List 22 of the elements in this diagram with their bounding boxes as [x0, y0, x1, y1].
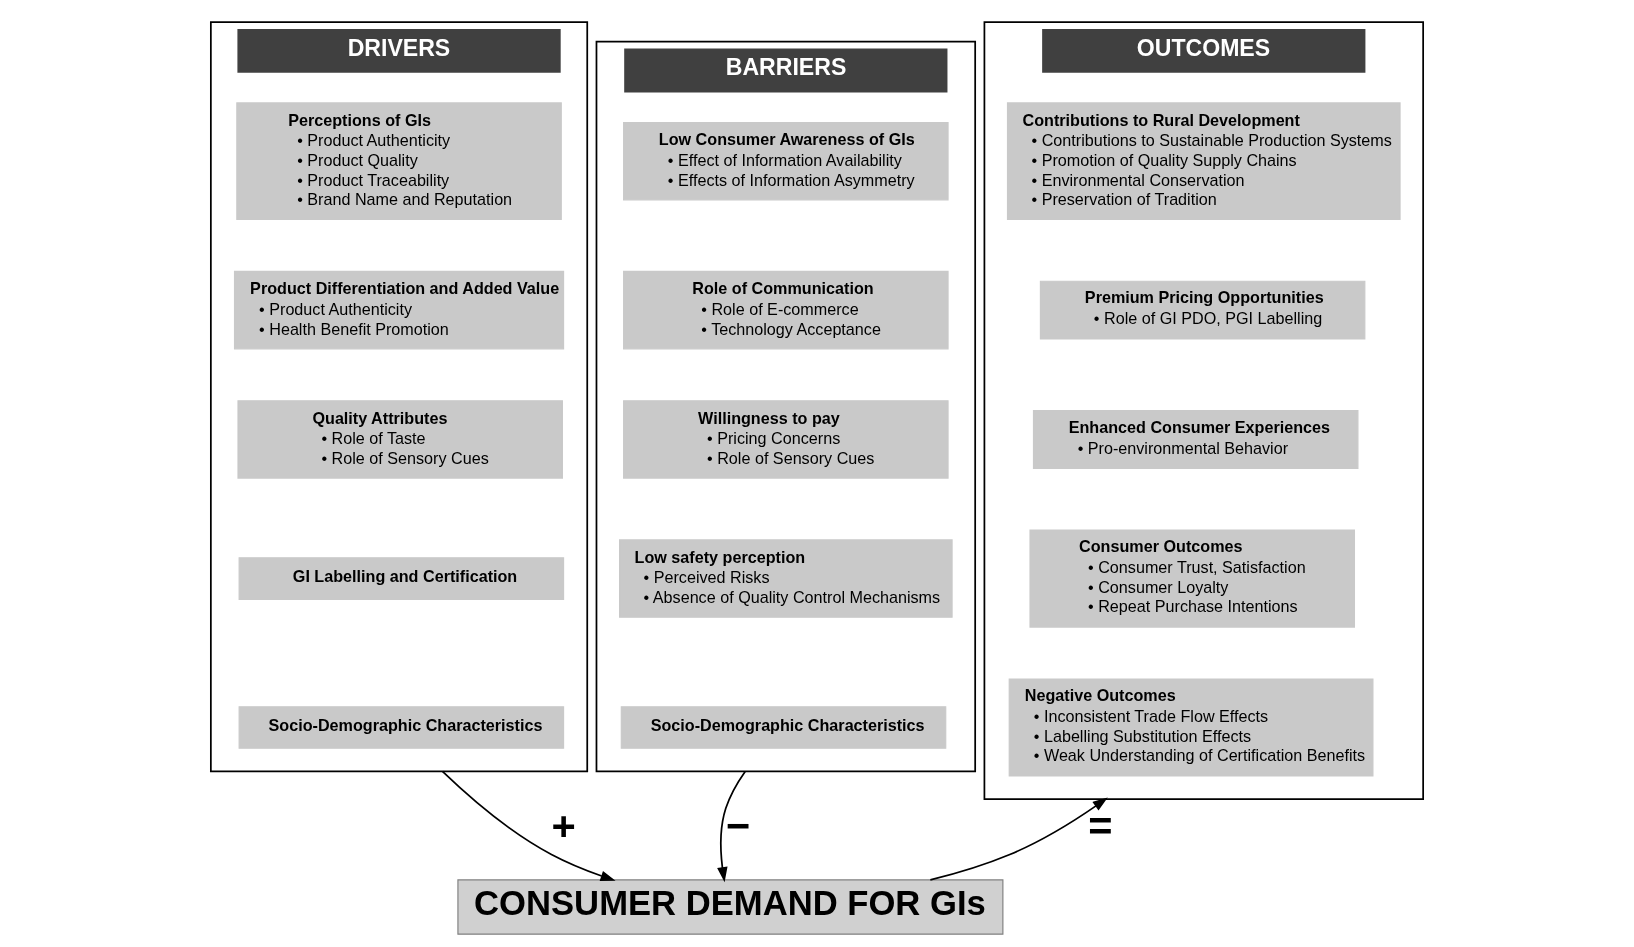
edge-label: =	[1088, 802, 1113, 850]
node-box: GI Labelling and Certification	[238, 557, 565, 600]
node-box: Enhanced Consumer Experiences • Pro-environmental Behavior	[1032, 410, 1359, 469]
edge-label: +	[551, 802, 576, 850]
edge-label: −	[725, 802, 751, 850]
node-box: Socio-Demographic Characteristics	[620, 706, 947, 749]
arrow	[441, 770, 616, 881]
node-box: Willingness to pay • Pricing Concerns • Role of Sensory Cues	[623, 400, 949, 479]
arrow	[929, 797, 1108, 881]
node-box: Negative Outcomes • Inconsistent Trade Flow Effects • Labelling Substitution Effects • Weak Understanding of Certification Benefits	[1008, 678, 1374, 777]
node-box: Consumer Outcomes • Consumer Trust, Satisfaction • Consumer Loyalty • Repeat Purchase Intentions	[1029, 529, 1356, 628]
node-box: Product Differentiation and Added Value • Product Authenticity • Health Benefit Promotion	[233, 270, 565, 350]
node-box: Perceptions of GIs • Product Authenticity • Product Quality • Product Traceability • Brand Name and Reputation	[236, 102, 562, 221]
arrow	[717, 770, 747, 883]
node-box: Role of Communication • Role of E-commerce • Technology Acceptance	[623, 270, 949, 350]
node-box: Contributions to Rural Development • Contributions to Sustainable Production Systems • Promotion of Quality Supply Chains • Environmental Conservation • Preservation of Tradition	[1006, 102, 1401, 221]
node-box: Quality Attributes • Role of Taste • Role of Sensory Cues	[237, 400, 563, 479]
node-box: Socio-Demographic Characteristics	[238, 706, 565, 749]
node-box: Low Consumer Awareness of GIs • Effect of Information Availability • Effects of Information Asymmetry	[623, 121, 949, 201]
node-box: Low safety perception • Perceived Risks • Absence of Quality Control Mechanisms	[619, 539, 953, 618]
node-box: Premium Pricing Opportunities • Role of GI PDO, PGI Labelling	[1039, 280, 1366, 340]
node-box: CONSUMER DEMAND FOR GIs	[457, 879, 1004, 935]
